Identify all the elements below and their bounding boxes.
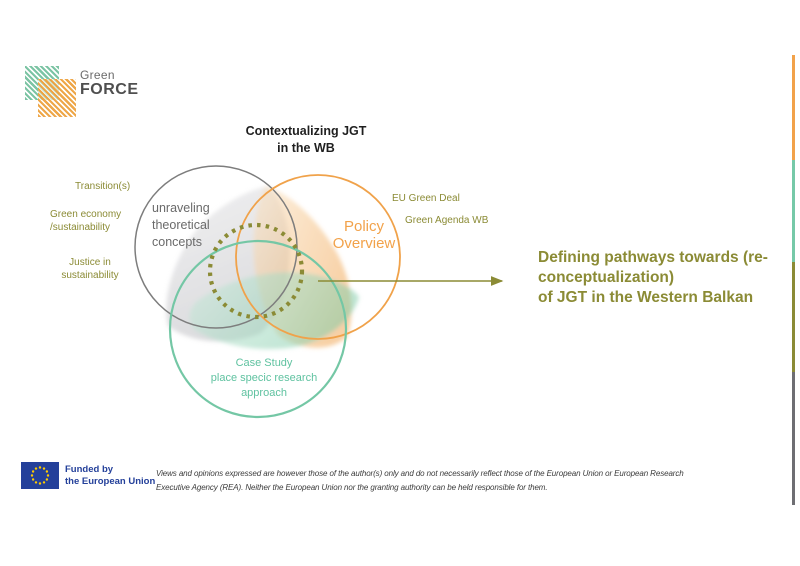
circle-policy xyxy=(235,174,401,340)
label-transitions: Transition(s) xyxy=(75,181,131,192)
logo-orange-square xyxy=(38,79,76,117)
dotted-intersection-circle xyxy=(207,222,305,320)
edge-strip-olive xyxy=(792,262,795,372)
label-policy-overview: Policy Overview xyxy=(332,218,396,252)
funded-by-label: Funded by the European Union xyxy=(65,464,156,487)
petal-teal xyxy=(189,272,359,350)
edge-strip-orange xyxy=(792,55,795,160)
label-green-economy: Green economy /sustainability xyxy=(50,209,122,233)
outcome-text: Defining pathways towards (re- conceptua… xyxy=(538,249,768,306)
label-eu-green-deal: EU Green Deal xyxy=(392,193,460,204)
label-justice-sustainability: Justice in sustainability xyxy=(61,257,119,281)
label-theoretical-concepts: unraveling theoretical concepts xyxy=(152,201,210,249)
slide-title: Contextualizing JGT in the WB xyxy=(245,124,367,155)
label-case-study: Case Study place specic research approac… xyxy=(210,357,318,399)
edge-strip-teal xyxy=(792,160,795,262)
edge-strip-gray xyxy=(792,372,795,505)
logo-text-force: FORCE xyxy=(80,81,139,98)
label-green-agenda-wb: Green Agenda WB xyxy=(405,215,489,226)
disclaimer-text: Views and opinions expressed are however… xyxy=(156,469,684,492)
circle-case-study xyxy=(168,239,348,419)
logo-text-green: Green xyxy=(80,68,115,82)
eu-flag-icon xyxy=(21,462,59,489)
